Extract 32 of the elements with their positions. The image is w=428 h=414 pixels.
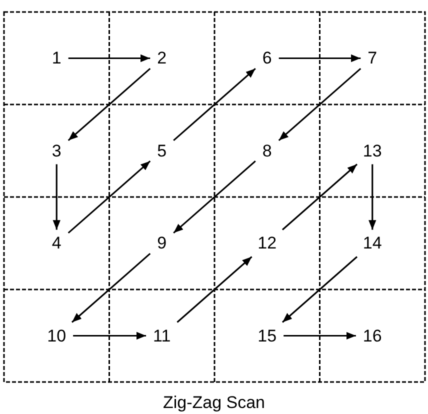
number-label: 10 [40, 322, 74, 350]
arrow [278, 54, 361, 62]
arrow [176, 256, 252, 323]
arrow [368, 164, 376, 230]
caption: Zig-Zag Scan [162, 393, 266, 413]
number-label: 4 [44, 230, 68, 257]
number-label: 14 [356, 230, 389, 257]
number-label: 16 [356, 322, 389, 350]
number-label: 3 [44, 137, 68, 164]
arrow [282, 256, 358, 323]
number-label: 1 [44, 44, 68, 72]
arrow [282, 164, 358, 230]
number-label: 6 [255, 44, 279, 72]
number-label: 7 [360, 44, 384, 72]
number-label: 2 [150, 44, 174, 72]
number-label: 11 [146, 322, 178, 350]
number-label: 13 [356, 137, 389, 164]
arrow [73, 332, 146, 340]
number-label: 15 [250, 322, 284, 350]
arrow [52, 164, 60, 230]
number-label: 9 [150, 230, 174, 257]
arrow [68, 68, 151, 142]
arrow [173, 160, 256, 234]
arrow [68, 54, 150, 62]
arrow [278, 68, 362, 142]
number-label: 5 [150, 137, 174, 164]
arrow [71, 252, 151, 323]
arrow [68, 160, 151, 234]
number-label: 8 [255, 137, 279, 164]
arrow [173, 68, 256, 142]
number-label: 12 [250, 230, 284, 257]
arrow [284, 332, 356, 340]
